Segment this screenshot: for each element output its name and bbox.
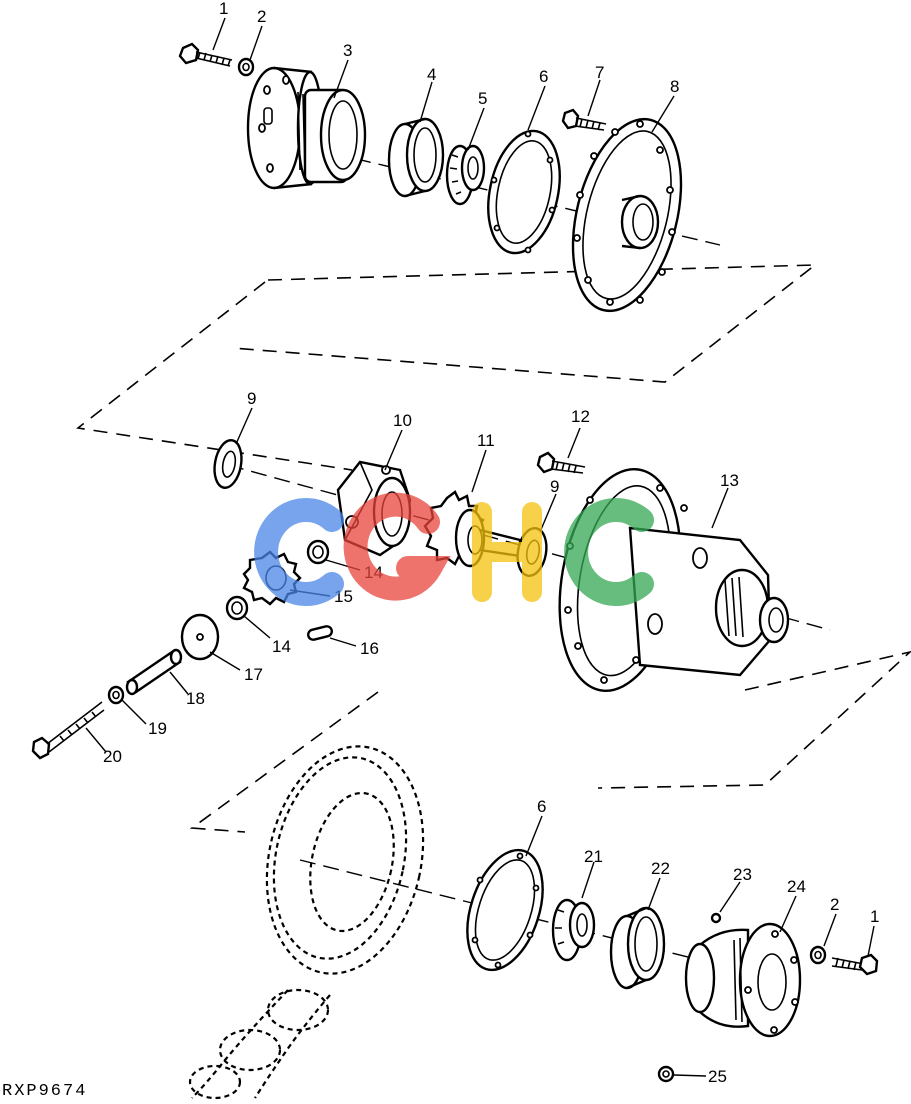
thrust-washer-9-left (213, 439, 243, 489)
bolt-7 (561, 108, 607, 131)
washer-17 (180, 613, 220, 661)
assembly-boundaries (76, 264, 911, 833)
callout-labels: 1 2 3 4 5 6 7 8 9 10 11 12 9 13 14 15 14… (103, 0, 879, 1086)
watermark-logo (254, 492, 654, 606)
ring-gear (188, 745, 425, 1100)
washer-2-top (237, 57, 255, 77)
quill-3 (246, 66, 367, 190)
callout-3: 3 (343, 41, 352, 60)
bottom-assembly (188, 745, 879, 1100)
callout-4: 4 (427, 65, 436, 84)
callout-13: 13 (720, 471, 739, 490)
bolt-12 (536, 451, 586, 474)
bolt-1-top (178, 42, 233, 67)
cover-8 (571, 117, 683, 313)
callout-11: 11 (477, 431, 495, 450)
thrust-washer-14-lower (225, 595, 249, 621)
watermark-letter-h-yellow (472, 502, 542, 602)
washer-19 (107, 685, 125, 705)
pinion-shaft-18 (125, 648, 183, 696)
callout-25: 25 (708, 1067, 727, 1086)
callout-16: 16 (360, 639, 379, 658)
callout-22: 22 (651, 859, 670, 878)
pin-16 (307, 625, 333, 641)
callout-6-bottom: 6 (537, 797, 546, 816)
bolt-20 (31, 701, 105, 760)
watermark-letter-c-blue (254, 498, 344, 606)
callout-18: 18 (186, 689, 205, 708)
callout-23: 23 (733, 865, 752, 884)
shim-6-top (487, 129, 561, 255)
callout-2-top: 2 (257, 7, 266, 26)
plug-23 (710, 912, 722, 924)
top-assembly (178, 42, 683, 313)
callout-17: 17 (244, 665, 263, 684)
shim-6-bottom (466, 848, 544, 972)
washer-2-bottom (809, 945, 827, 965)
callout-24: 24 (787, 877, 806, 896)
callout-21: 21 (584, 847, 603, 866)
thrust-washer-14-upper (306, 539, 330, 565)
callout-1-bottom: 1 (870, 907, 879, 926)
callout-14-lower: 14 (272, 637, 291, 656)
bearing-cup-22 (609, 906, 666, 990)
callout-20: 20 (103, 747, 122, 766)
bearing-cone-5 (445, 144, 486, 206)
callout-9-left: 9 (247, 389, 256, 408)
quill-24 (684, 922, 802, 1038)
callout-5: 5 (478, 89, 487, 108)
callout-6-top: 6 (539, 67, 548, 86)
callout-9-right: 9 (550, 477, 559, 496)
bolt-1-bottom (831, 953, 879, 976)
reference-code: RXP9674 (2, 1082, 88, 1101)
callout-2-bottom: 2 (830, 895, 839, 914)
callout-8: 8 (670, 77, 679, 96)
callout-1-top: 1 (219, 0, 228, 18)
watermark-letter-c-green (564, 498, 654, 606)
o-ring-25 (657, 1065, 675, 1083)
callout-7: 7 (595, 63, 604, 82)
watermark-letter-g-red (343, 492, 451, 601)
bearing-cup-4 (387, 117, 445, 198)
callout-19: 19 (148, 719, 167, 738)
callout-10: 10 (393, 411, 412, 430)
bearing-cone-21 (551, 898, 596, 962)
callout-12: 12 (571, 407, 590, 426)
